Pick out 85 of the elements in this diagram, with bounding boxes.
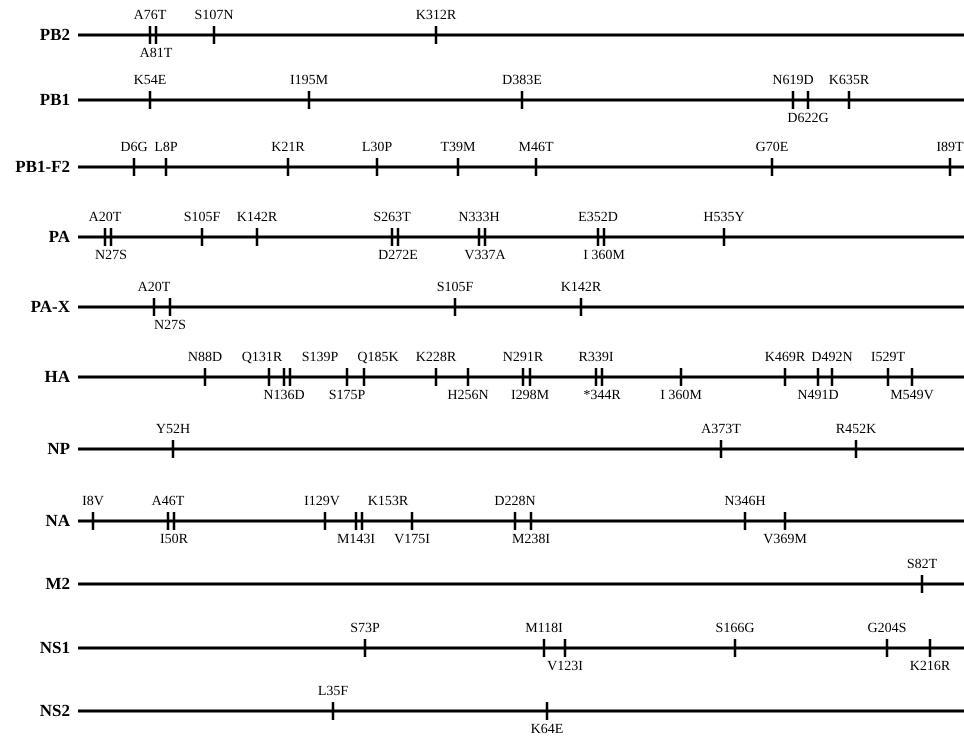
mutation-label: I8V	[82, 494, 104, 510]
protein-name: NS2	[40, 702, 70, 720]
mutation-label: E352D	[578, 210, 618, 226]
protein-name: PA	[48, 228, 70, 246]
mutation-label: G204S	[868, 621, 906, 637]
mutation-label: R452K	[836, 422, 876, 438]
protein-name: PB2	[40, 26, 70, 44]
mutation-label: A76T	[134, 8, 166, 24]
mutation-label: M46T	[518, 140, 554, 156]
protein-name: PA-X	[30, 298, 70, 316]
mutation-label: K469R	[764, 350, 806, 366]
mutation-label: S175P	[328, 388, 366, 404]
mutation-label: S105F	[184, 210, 220, 226]
mutation-label: R339I	[578, 350, 614, 366]
mutation-label: K54E	[134, 73, 166, 89]
mutation-label: V175I	[394, 532, 430, 548]
mutation-label: M143I	[336, 532, 376, 548]
mutation-label: K142R	[236, 210, 278, 226]
mutation-label: M549V	[890, 388, 934, 404]
mutation-label: *344R	[583, 388, 621, 404]
mutation-label: L35F	[318, 684, 348, 700]
mutation-label: K21R	[271, 140, 305, 156]
mutation-label: K312R	[416, 8, 456, 24]
mutation-label: A373T	[701, 422, 741, 438]
mutation-label: D272E	[378, 248, 418, 264]
mutation-label: Q131R	[242, 350, 282, 366]
protein-name: HA	[44, 368, 70, 386]
mutation-label: V369M	[763, 532, 807, 548]
mutation-label: V123I	[547, 659, 583, 675]
mutation-label: S139P	[302, 350, 338, 366]
mutation-label: D622G	[787, 111, 829, 127]
mutation-label: T39M	[440, 140, 476, 156]
mutation-label: H535Y	[703, 210, 745, 226]
mutation-label: K635R	[828, 73, 870, 89]
mutation-label: V337A	[464, 248, 506, 264]
protein-name: PB1	[40, 91, 70, 109]
mutation-label: H256N	[447, 388, 489, 404]
mutation-label: D6G	[120, 140, 148, 156]
mutation-label: I298M	[510, 388, 550, 404]
mutation-label: N136D	[263, 388, 305, 404]
mutation-label: A81T	[140, 46, 172, 62]
mutation-label: A20T	[138, 280, 170, 296]
mutation-label: I 360M	[660, 388, 702, 404]
mutation-label: D383E	[502, 73, 542, 89]
mutation-label: D492N	[811, 350, 853, 366]
mutation-label: L8P	[154, 140, 178, 156]
protein-name: M2	[45, 575, 70, 593]
mutation-label: N619D	[772, 73, 814, 89]
mutation-label: M238I	[512, 532, 550, 548]
mutation-label: S166G	[716, 621, 754, 637]
mutation-label: K153R	[368, 494, 408, 510]
mutation-label: S82T	[906, 557, 938, 573]
mutation-label: I195M	[290, 73, 328, 89]
mutation-label: D228N	[494, 494, 536, 510]
mutation-label: S107N	[194, 8, 234, 24]
mutation-label: K228R	[416, 350, 456, 366]
mutation-label: S105F	[436, 280, 474, 296]
mutation-label: I129V	[304, 494, 340, 510]
mutation-label: N491D	[797, 388, 839, 404]
mutation-label: N27S	[95, 248, 127, 264]
mutation-label: S73P	[350, 621, 380, 637]
mutation-label: S263T	[373, 210, 411, 226]
mutation-label: Y52H	[156, 422, 190, 438]
mutation-label: I 360M	[583, 248, 625, 264]
mutation-label: K142R	[560, 280, 602, 296]
protein-name: NS1	[40, 639, 70, 657]
mutation-label: N333H	[458, 210, 500, 226]
mutation-label: L30P	[362, 140, 392, 156]
mutation-label: M118I	[525, 621, 563, 637]
mutation-label: K64E	[530, 722, 564, 737]
mutation-label: I50R	[160, 532, 188, 548]
mutation-label: N88D	[188, 350, 222, 366]
protein-name: NA	[45, 512, 70, 530]
mutation-label: A46T	[152, 494, 184, 510]
mutation-label: N291R	[502, 350, 544, 366]
mutation-label: I89T	[936, 140, 964, 156]
mutation-label: I529T	[870, 350, 906, 366]
protein-name: PB1-F2	[15, 158, 70, 176]
mutation-label: A20T	[88, 210, 122, 226]
mutation-label: G70E	[756, 140, 788, 156]
protein-name: NP	[47, 440, 70, 458]
mutation-label: Q185K	[357, 350, 399, 366]
mutation-label: N346H	[724, 494, 766, 510]
mutation-label: K216R	[910, 659, 950, 675]
mutation-label: N27S	[154, 318, 186, 334]
